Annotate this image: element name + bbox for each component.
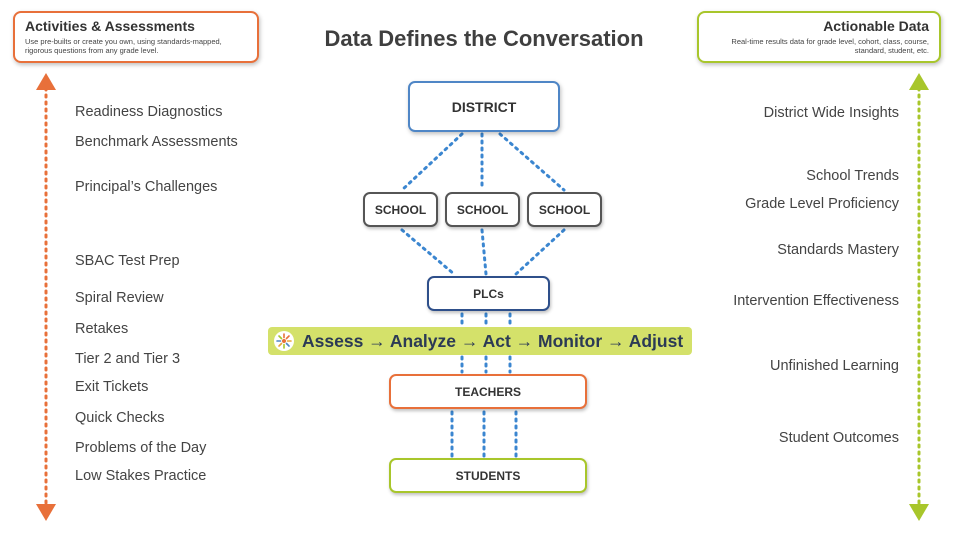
activities-assessments-title: Activities & Assessments xyxy=(25,18,195,34)
actionable-data-description: Real-time results data for grade level, … xyxy=(731,37,929,55)
page-title: Data Defines the Conversation xyxy=(324,26,644,51)
actionable-data-callout: Actionable Data Real-time results data f… xyxy=(697,11,941,63)
left-arrow-down-head xyxy=(36,504,56,521)
right-arrow-down-head xyxy=(909,504,929,521)
insight-item: Intervention Effectiveness xyxy=(733,293,899,309)
insight-item: Unfinished Learning xyxy=(770,358,899,374)
activity-item: Benchmark Assessments xyxy=(75,134,238,150)
activity-item: Tier 2 and Tier 3 xyxy=(75,351,181,367)
insight-item: District Wide Insights xyxy=(763,105,899,121)
activity-item: Spiral Review xyxy=(75,290,164,306)
left-arrow-up-head xyxy=(36,73,56,90)
cycle-banner-text: Assess → Analyze → Act → Monitor → Adjus… xyxy=(302,330,684,351)
cycle-logo-icon xyxy=(274,331,294,351)
insight-item: Student Outcomes xyxy=(778,430,899,446)
school-node: SCHOOL xyxy=(363,192,438,227)
school3-plcs-link xyxy=(514,228,566,276)
activity-item: Quick Checks xyxy=(75,410,165,426)
plcs-node: PLCs xyxy=(427,276,550,311)
activity-item: Readiness Diagnostics xyxy=(75,104,223,120)
cycle-banner: Assess → Analyze → Act → Monitor → Adjus… xyxy=(268,327,692,355)
district-school3-link xyxy=(498,132,566,192)
students-node: STUDENTS xyxy=(389,458,587,493)
activities-assessments-description: Use pre-builts or create you own, using … xyxy=(25,37,222,55)
school2-plcs-link xyxy=(480,228,488,276)
teachers-node: TEACHERS xyxy=(389,374,587,409)
insight-item: Grade Level Proficiency xyxy=(745,196,899,212)
activity-item: Exit Tickets xyxy=(75,379,149,395)
activity-item: Low Stakes Practice xyxy=(75,468,207,484)
school-node: SCHOOL xyxy=(445,192,520,227)
insight-item: School Trends xyxy=(806,168,899,184)
activity-item: Problems of the Day xyxy=(75,440,207,456)
district-node: DISTRICT xyxy=(408,81,560,132)
right-arrow-up-head xyxy=(909,73,929,90)
activity-item: Principal’s Challenges xyxy=(75,179,218,195)
activity-item: SBAC Test Prep xyxy=(75,253,180,269)
activities-assessments-callout: Activities & Assessments Use pre-builts … xyxy=(13,11,259,63)
school-node: SCHOOL xyxy=(527,192,602,227)
actionable-data-title: Actionable Data xyxy=(823,18,929,34)
insight-item: Standards Mastery xyxy=(777,242,899,258)
activity-item: Retakes xyxy=(75,321,129,337)
district-school1-link xyxy=(400,132,464,192)
school1-plcs-link xyxy=(400,228,456,276)
